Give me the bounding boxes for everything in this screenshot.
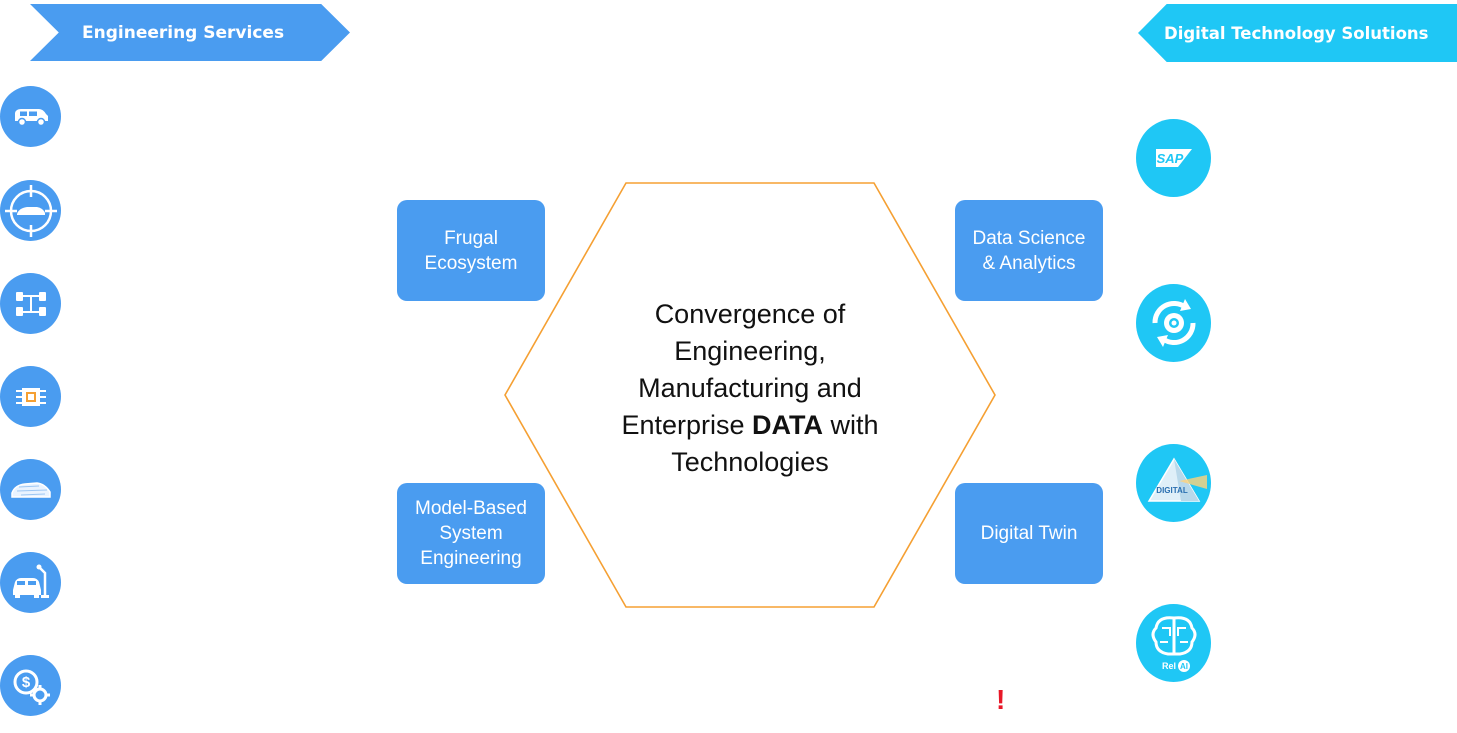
banner-label: Digital Technology Solutions [1164,23,1429,43]
svg-text:$: $ [21,674,30,691]
box-label: Frugal Ecosystem [424,227,518,274]
digital-twin-box: Digital Twin [955,483,1103,584]
model-based-system-engineering-box: Model-Based System Engineering [397,483,545,584]
center-line-5: Technologies [671,447,829,477]
chassis-icon [0,273,61,334]
sketch-car-icon [0,459,61,520]
center-convergence-text: Convergence of Engineering, Manufacturin… [590,296,910,481]
digital-technology-solutions-banner: Digital Technology Solutions [1138,4,1457,62]
center-line-1: Convergence of [654,299,846,329]
box-label: Model-Based System Engineering [415,498,527,569]
ai-prefix-label: Rel [1161,661,1175,671]
dollar-gear-icon: $ [0,655,61,716]
banner-label: Engineering Services [82,22,285,43]
sap-icon: SAP [1136,119,1211,197]
digital-prism-icon: DIGITAL [1136,444,1211,522]
digital-label: DIGITAL [1156,486,1188,495]
cycle-gear-icon [1136,284,1211,362]
sap-logo-text: SAP [1156,151,1183,166]
ai-badge-label: AI [1180,662,1188,671]
frugal-ecosystem-box: Frugal Ecosystem [397,200,545,301]
chip-icon [0,366,61,427]
engineering-services-banner: Engineering Services [30,4,350,61]
center-data-emphasis: DATA [752,410,823,440]
robot-car-icon [0,552,61,613]
center-line-4: Enterprise DATA with [590,407,910,444]
ai-brain-icon: Rel AI [1136,604,1211,682]
car-icon [0,86,61,147]
target-car-icon [0,180,61,241]
center-line-4-post: with [823,410,879,440]
center-line-3: Manufacturing and [638,373,862,403]
box-label: Data Science & Analytics [972,227,1086,274]
center-line-2: Engineering, [674,336,826,366]
box-label: Digital Twin [980,523,1078,544]
center-line-4-pre: Enterprise [621,410,753,440]
data-science-analytics-box: Data Science & Analytics [955,200,1103,301]
alert-exclamation-icon: ! [996,684,1006,715]
